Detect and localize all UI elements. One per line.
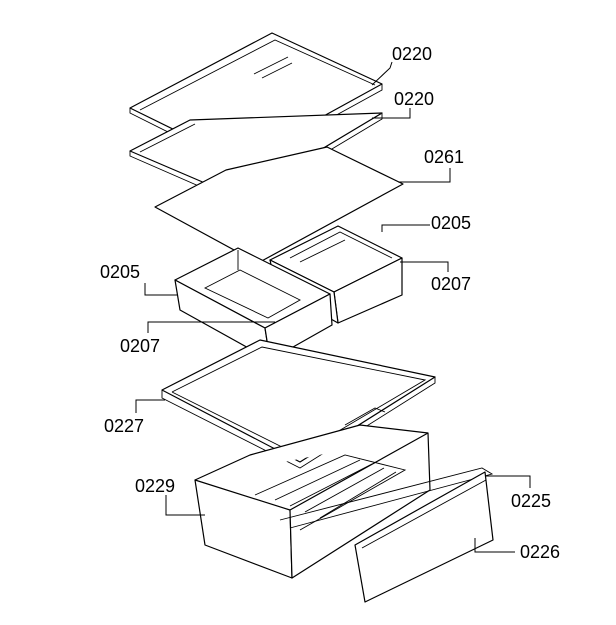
drawer-rail xyxy=(279,467,494,529)
label-box-left-lid: 0207 xyxy=(120,336,160,356)
callout-labels: 0220 0220 0261 0205 0207 0205 0207 0227 … xyxy=(100,44,560,562)
label-box-right: 0205 xyxy=(431,213,471,233)
label-cover-plate: 0261 xyxy=(424,147,464,167)
label-box-left: 0205 xyxy=(100,262,140,282)
drawer-front xyxy=(354,471,494,603)
label-box-right-lid: 0207 xyxy=(431,274,471,294)
label-drawer-front: 0226 xyxy=(520,542,560,562)
drawer xyxy=(194,424,431,579)
leader-lines xyxy=(135,61,531,553)
frame xyxy=(161,339,436,469)
label-drawer-rail: 0225 xyxy=(511,491,551,511)
label-frame: 0227 xyxy=(104,416,144,436)
label-glass-shelf-second: 0220 xyxy=(394,89,434,109)
box-left xyxy=(174,247,333,361)
label-glass-shelf-top: 0220 xyxy=(392,44,432,64)
label-drawer: 0229 xyxy=(135,476,175,496)
